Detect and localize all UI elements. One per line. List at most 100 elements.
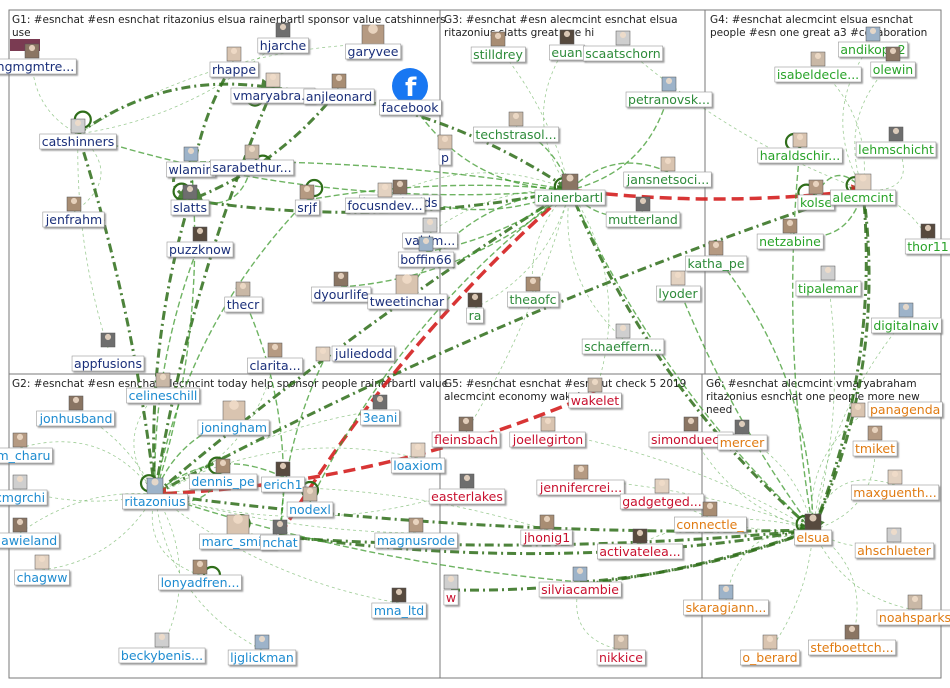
node-katha_pe[interactable]: katha_pe bbox=[685, 240, 748, 272]
node-juliawieland[interactable]: juliawieland bbox=[0, 517, 60, 549]
node-vmaryabra[interactable]: vmaryabra... bbox=[230, 72, 316, 104]
node-focusndev[interactable]: focusndev... bbox=[345, 182, 425, 214]
node-dennis_pe[interactable]: dennis_pe bbox=[189, 458, 258, 490]
node-slatts[interactable]: slatts bbox=[170, 184, 210, 216]
node-label-box-jennifercrei bbox=[536, 479, 625, 496]
node-euan[interactable]: euan bbox=[549, 29, 585, 61]
avatar-face-anjleonard bbox=[335, 74, 343, 82]
node-lyoder[interactable]: lyoder bbox=[656, 270, 701, 302]
node-joningham[interactable]: joningham bbox=[197, 400, 270, 436]
node-label-box-juliawieland bbox=[0, 532, 60, 549]
node-hjarche[interactable]: hjarche bbox=[257, 22, 309, 54]
node-celineschill[interactable]: celineschill bbox=[126, 372, 200, 404]
node-jhonig1[interactable]: jhonig1 bbox=[520, 514, 573, 546]
node-cm_charu[interactable]: cm_charu bbox=[0, 432, 53, 464]
node-digitalnaiv[interactable]: digitalnaiv bbox=[871, 302, 942, 334]
node-thecr[interactable]: thecr bbox=[224, 281, 263, 313]
node-jenfrahm[interactable]: jenfrahm bbox=[42, 196, 105, 228]
node-tipalemar[interactable]: tipalemar bbox=[795, 265, 862, 297]
node-ritazonius[interactable]: ritazonius bbox=[122, 477, 188, 510]
node-p[interactable]: p bbox=[437, 134, 453, 166]
node-erich1[interactable]: erich1 bbox=[261, 461, 305, 493]
node-o_berard[interactable]: o_berard bbox=[740, 634, 800, 666]
node-rhappe[interactable]: rhappe bbox=[209, 46, 259, 78]
node-jonhusband[interactable]: jonhusband bbox=[36, 395, 115, 427]
node-techstrasol[interactable]: techstrasol... bbox=[473, 111, 559, 143]
node-gadgetged[interactable]: gadgetged... bbox=[619, 478, 705, 510]
node-chagww[interactable]: chagww bbox=[14, 554, 70, 586]
node-stefboettch[interactable]: stefboettch... bbox=[808, 624, 896, 656]
node-clarita[interactable]: clarita... bbox=[247, 342, 303, 374]
node-scaatschorn[interactable]: scaatschorn bbox=[582, 30, 664, 62]
node-maxguenth[interactable]: maxguenth... bbox=[850, 469, 940, 501]
node-nikkice[interactable]: nikkice bbox=[596, 634, 646, 666]
node-mna_ltd[interactable]: mna_ltd bbox=[371, 587, 427, 619]
node-sarabethur[interactable]: sarabethur... bbox=[210, 144, 294, 176]
node-silviacambie[interactable]: silviacambie bbox=[538, 566, 622, 598]
node-simonduec[interactable]: simonduec... bbox=[648, 416, 734, 448]
node-kolse[interactable]: kolse bbox=[797, 179, 835, 211]
node-joellegirton[interactable]: joellegirton bbox=[509, 416, 586, 448]
node-alecmcint[interactable]: alecmcint bbox=[830, 173, 896, 206]
node-anjleonard[interactable]: anjleonard bbox=[303, 73, 375, 105]
node-marc_smith[interactable]: marc_smith bbox=[199, 514, 277, 550]
node-schaeffern[interactable]: schaeffern... bbox=[581, 323, 665, 355]
node-lonyadfren[interactable]: lonyadfren... bbox=[158, 559, 242, 591]
node-label-box-thor11 bbox=[904, 238, 950, 255]
node-juliedodd[interactable]: juliedodd bbox=[315, 345, 395, 362]
node-jansnetsoci[interactable]: jansnetsoci... bbox=[623, 156, 712, 188]
node-label-beckybenis: beckybenis... bbox=[121, 648, 203, 663]
node-haraldschir[interactable]: haraldschir... bbox=[757, 132, 843, 164]
node-wlamin[interactable]: wlamin bbox=[166, 146, 216, 178]
node-ljglickman[interactable]: ljglickman bbox=[227, 634, 297, 666]
node-dyourlife[interactable]: dyourlife bbox=[311, 271, 372, 303]
node-theaofc[interactable]: theaofc bbox=[507, 276, 559, 308]
node-activatelea[interactable]: activatelea... bbox=[597, 528, 683, 560]
node-label-joningham: joningham bbox=[200, 420, 267, 435]
node-lehmschicht[interactable]: lehmschicht bbox=[855, 126, 937, 158]
node-w[interactable]: w bbox=[443, 574, 459, 606]
node-srjf[interactable]: srjf bbox=[294, 184, 320, 216]
node-skaragiann[interactable]: skaragiann... bbox=[683, 584, 769, 616]
node-connectle[interactable]: connectle_ bbox=[674, 501, 747, 533]
node-appfusions[interactable]: appfusions bbox=[71, 332, 145, 372]
edge-tipalemar-elsua bbox=[811, 280, 835, 531]
node-ahschlueter[interactable]: ahschlueter bbox=[854, 527, 935, 559]
node-ra[interactable]: ra bbox=[466, 292, 484, 324]
node-loaxiom[interactable]: loaxiom bbox=[390, 442, 446, 474]
node-garyvee[interactable]: garyvee bbox=[345, 24, 402, 60]
node-nodexl[interactable]: nodexl bbox=[286, 486, 334, 518]
node-olewin[interactable]: olewin bbox=[870, 46, 916, 78]
node-cmgrchi[interactable]: cmgrchi bbox=[0, 474, 48, 506]
node-mercer[interactable]: mercer bbox=[717, 419, 768, 451]
node-label-box-lonyadfren bbox=[158, 574, 242, 591]
node-3eani[interactable]: 3eani bbox=[360, 394, 400, 426]
node-isabeldecle[interactable]: isabeldecle... bbox=[774, 51, 862, 83]
node-magnusrode[interactable]: magnusrode bbox=[374, 517, 458, 549]
node-wakelet[interactable]: wakelet bbox=[568, 377, 622, 409]
node-label-box-joellegirton bbox=[509, 431, 586, 448]
node-rainerbartl[interactable]: rainerbartl bbox=[534, 173, 606, 206]
node-tmiket[interactable]: tmiket bbox=[852, 425, 898, 457]
node-tweetinchar[interactable]: tweetinchar bbox=[367, 274, 448, 310]
node-stilldrey[interactable]: stilldrey bbox=[470, 31, 526, 63]
node-label-box-activatelea bbox=[597, 543, 683, 560]
node-jennifercrei[interactable]: jennifercrei... bbox=[536, 464, 625, 496]
node-elsua[interactable]: elsua bbox=[794, 513, 832, 546]
node-boffin66[interactable]: boffin66 bbox=[397, 236, 455, 268]
node-panagenda[interactable]: panagenda bbox=[850, 401, 943, 418]
node-thor11[interactable]: thor11 bbox=[904, 223, 950, 255]
node-beckybenis[interactable]: beckybenis... bbox=[118, 632, 206, 664]
node-easterlakes[interactable]: easterlakes bbox=[428, 473, 506, 505]
node-noahsparks[interactable]: noahsparks bbox=[876, 594, 950, 626]
node-puzzknow[interactable]: puzzknow bbox=[166, 226, 234, 258]
node-petranovsk[interactable]: petranovsk... bbox=[625, 76, 713, 108]
node-label-box-theaofc bbox=[507, 291, 559, 308]
node-fleinsbach[interactable]: fleinsbach bbox=[431, 416, 501, 448]
node-mutterland[interactable]: mutterland bbox=[605, 196, 681, 228]
node-chgmgmtre[interactable]: chgmgmtre... bbox=[0, 43, 77, 75]
node-netzabine[interactable]: netzabine bbox=[756, 218, 824, 250]
node-nchat[interactable]: nchat bbox=[260, 519, 301, 551]
node-catshinners[interactable]: catshinners bbox=[39, 118, 117, 150]
